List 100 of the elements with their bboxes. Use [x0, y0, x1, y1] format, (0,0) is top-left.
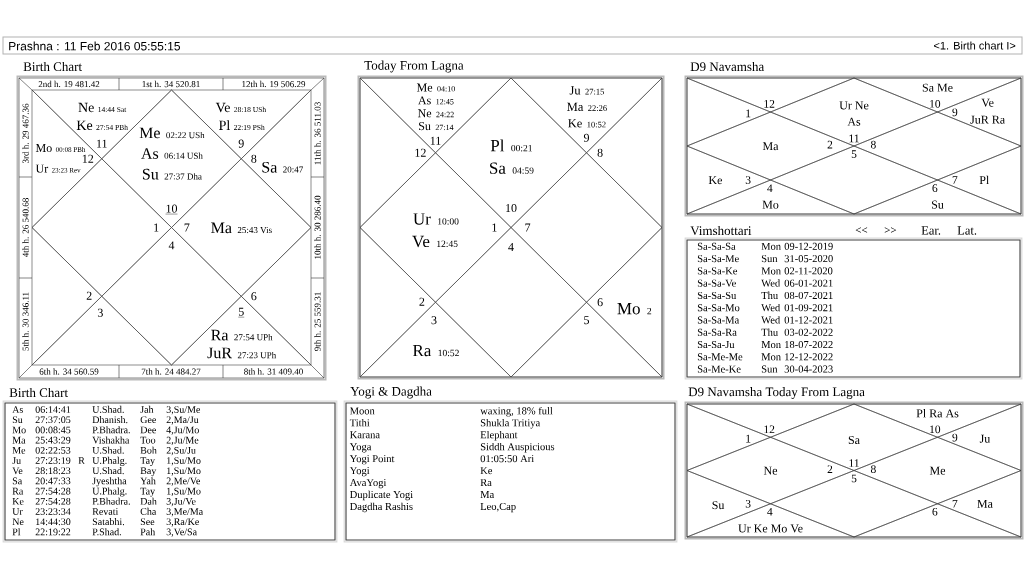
sign-number: 10	[930, 425, 941, 434]
dasha-period: Sa-Sa-Ju	[697, 341, 735, 349]
planet-name: Ur	[413, 213, 431, 225]
sign-number: 4	[767, 184, 773, 192]
syllable: Tay	[140, 457, 156, 466]
panel-title: D9 Navamsha	[690, 61, 765, 72]
sign-number: 6	[932, 507, 938, 516]
planet-name: Sa	[490, 162, 506, 174]
field-label: AvaYogi	[349, 479, 387, 489]
planet-name: Ra	[412, 344, 432, 357]
sign-number: 2	[419, 297, 425, 306]
planet-label: Ne	[763, 466, 778, 475]
syllable: Dah	[140, 497, 157, 505]
nakshatra: P.Shad.	[92, 528, 121, 536]
sign-number: 2	[827, 140, 833, 149]
sign-number: 6	[251, 292, 257, 301]
sign-number: 11	[97, 139, 107, 148]
sign-number: 3	[431, 316, 437, 325]
planet-degree: 27:54 UPh	[234, 334, 273, 341]
field-value: Shukla Tritiya	[480, 419, 541, 429]
field-label: Yogi Point	[349, 455, 395, 465]
sign-number: 8	[870, 140, 876, 149]
sign-number: 3	[97, 308, 103, 317]
start-date: 08-07-2021	[784, 291, 833, 299]
longitude: 06:14:41	[35, 406, 71, 413]
weekday: Sun	[761, 365, 778, 373]
nakshatra: Jyeshtha	[92, 477, 127, 487]
planet-label: Pl	[979, 175, 990, 185]
planet-name: Mo	[12, 426, 26, 434]
house-info: 11th h. 36 511.03	[314, 102, 321, 165]
longitude: 27:54:28	[35, 487, 71, 495]
pada-lords: 1,Su/Mo	[167, 457, 201, 466]
longitude: 22:19:22	[35, 528, 71, 536]
planet-degree: 00:21	[511, 144, 532, 152]
sign-number: 7	[184, 223, 190, 232]
planet-label: Ma	[977, 499, 993, 508]
planet-name: Ma	[211, 222, 232, 234]
syllable: Pah	[140, 528, 156, 536]
planet-name: As	[418, 96, 431, 105]
planet-label: Ve	[981, 98, 994, 107]
sign-number: 2	[827, 465, 833, 473]
planet-label: Su	[932, 200, 944, 209]
sign-number: 9	[952, 433, 958, 442]
nakshatra: P.Bhadra.	[92, 426, 130, 434]
planet-degree: 04:10	[437, 86, 455, 92]
sign-number: 7	[952, 500, 958, 508]
pada-lords: 2,Ju/Me	[166, 436, 199, 445]
planet-name: Su	[419, 122, 431, 131]
longitude: 27:37:05	[35, 416, 71, 424]
planet-label: As	[847, 117, 861, 126]
house-info: 6th h. 34 560.59	[39, 368, 99, 375]
planet-label: Mo	[762, 200, 779, 209]
planet-name: Pl	[490, 139, 505, 152]
longitude: 28:18:23	[35, 467, 71, 475]
sign-number: 12	[764, 425, 775, 434]
planet-name: Me	[139, 127, 160, 139]
planet-name: Ju	[569, 86, 581, 95]
start-date: 02-11-2020	[784, 267, 833, 275]
weekday: Wed	[761, 303, 781, 312]
sign-number: 3	[745, 176, 751, 184]
field-label: Yogi	[349, 467, 370, 477]
sign-number: 10	[930, 99, 941, 108]
dasha-period: Sa-Sa-Me	[697, 255, 739, 263]
field-value: Ra	[480, 479, 492, 487]
planet-degree: 25:43 Vis	[237, 227, 272, 234]
panel-title: Birth Chart	[23, 61, 82, 72]
sign-number: 11	[430, 136, 441, 145]
dasha-period: Sa-Sa-Sa	[697, 242, 736, 250]
planet-name: Ma	[567, 102, 584, 111]
syllable: Too	[140, 436, 156, 444]
sign-number: 9	[583, 133, 589, 142]
sign-number: 7	[952, 176, 958, 184]
planet-name: Pl	[219, 120, 230, 130]
pada-lords: 3,Su/Me	[166, 406, 201, 415]
syllable: See	[140, 518, 155, 526]
pada-lords: 3,Me/Ma	[166, 508, 203, 517]
planet-label: Ma	[762, 142, 779, 151]
planet-name: Ra	[12, 487, 24, 495]
planet-name: Ne	[78, 102, 94, 113]
planet-name: Ve	[412, 235, 430, 248]
planet-name: Ne	[12, 518, 24, 526]
sign-number: 3	[745, 499, 751, 508]
sign-number: 10	[165, 204, 178, 215]
planet-label: Su	[712, 501, 725, 510]
syllable: Boh	[140, 446, 157, 454]
field-label: Karana	[350, 431, 380, 439]
planet-name: Ur	[12, 508, 23, 515]
planet-label: Sa	[848, 435, 860, 444]
panel-title: Vimshottari	[690, 225, 752, 236]
earlier-link: Ear.	[921, 226, 941, 235]
sign-number: 12	[82, 154, 94, 163]
pada-lords: 3,Ve/Sa	[166, 528, 197, 537]
dasha-period: Sa-Me-Ke	[697, 365, 741, 373]
syllable: Dee	[140, 426, 156, 434]
sign-number: 4	[767, 507, 773, 516]
sign-number: 5	[851, 474, 857, 483]
nakshatra: Vishakha	[92, 436, 130, 444]
nakshatra: U.Shad.	[92, 405, 124, 413]
longitude: 02:22:53	[35, 446, 71, 454]
pada-lords: 2,Su/Ju	[166, 447, 196, 456]
